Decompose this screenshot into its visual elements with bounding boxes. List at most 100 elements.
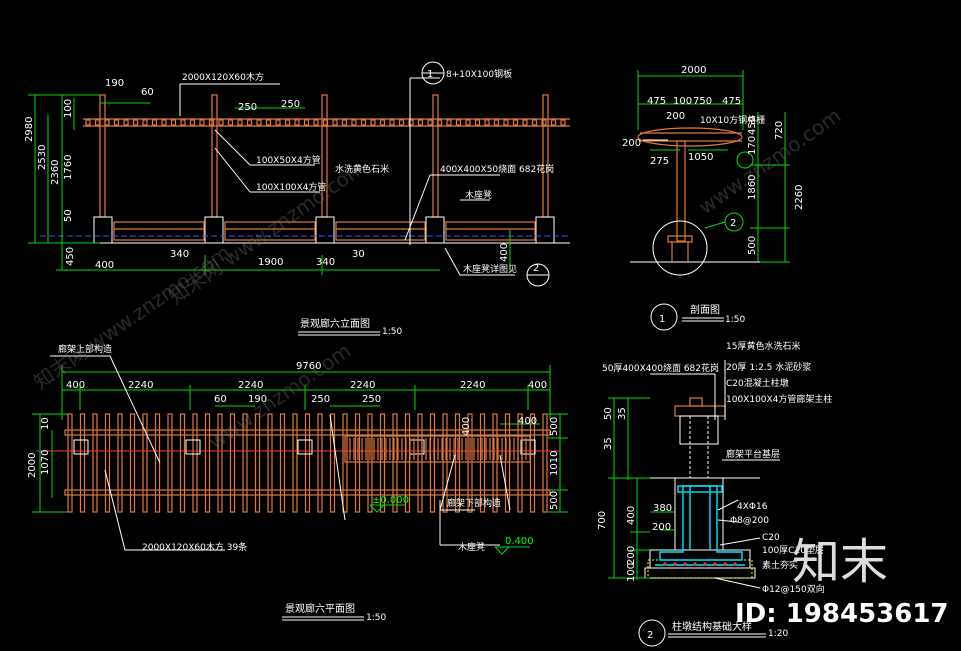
found-dim-50: 50: [603, 407, 614, 420]
sec-dim-170: 170: [747, 136, 758, 155]
watermark-text: www.znzmo.com: [204, 338, 355, 454]
foundation-number: 2: [647, 630, 653, 641]
watermark-text: 知末网 www.znzmo.com: [29, 240, 234, 394]
plan-dim-60: 60: [214, 394, 227, 405]
elev-dim-450: 450: [65, 247, 76, 266]
plan-bench-note: 木座凳: [458, 541, 485, 553]
plan-dim-2240d: 2240: [460, 380, 485, 391]
found-c20: C20: [762, 533, 780, 543]
brand-logo: 知末: [792, 534, 888, 590]
plan-dim-1070: 1070: [40, 450, 51, 475]
sec-top-note: 10X10方钢格栅: [700, 114, 765, 126]
found-dim-35b: 35: [617, 407, 628, 420]
elev-dim-400a: 400: [95, 260, 114, 271]
elev-column-note: 100X100X4方管: [256, 181, 326, 193]
plan-dim-1010: 1010: [549, 451, 560, 476]
sec-dim-475b: 475: [722, 96, 741, 107]
found-layer3: C20混凝土柱墩: [726, 377, 789, 389]
found-rebar1: 4XΦ16: [737, 502, 768, 512]
sec-dim-2000: 2000: [681, 65, 706, 76]
elev-dim-1900: 1900: [258, 257, 283, 268]
sec-dim-1860: 1860: [747, 175, 758, 200]
foundation-drawing: [608, 360, 780, 647]
elev-dim-2360: 2360: [50, 160, 61, 185]
found-dim-700: 700: [597, 511, 608, 530]
sec-dim-450: 450: [747, 116, 758, 135]
elevation-scale: 1:50: [382, 327, 402, 337]
found-dim-100: 100: [626, 563, 637, 582]
elev-beam-note: 100X50X4方管: [256, 154, 321, 166]
sec-dim-750: 750: [693, 96, 712, 107]
elev-dim-250b: 250: [281, 99, 300, 110]
plan-dim-2000: 2000: [27, 453, 38, 478]
sec-dim-475a: 475: [647, 96, 666, 107]
sec-dim-100: 100: [673, 96, 692, 107]
found-dim-35a: 35: [603, 437, 614, 450]
found-soil: 素土夯实: [762, 559, 798, 571]
elev-dim-190: 190: [105, 78, 124, 89]
found-layer1: 15厚黄色水洗石米: [726, 340, 800, 352]
found-cap-note: 50厚400X400烧面 682花岗: [602, 362, 719, 374]
elev-dim-60: 60: [141, 87, 154, 98]
plan-lower-note: 廊架下部构造: [447, 497, 501, 509]
sec-dim-1050: 1050: [688, 152, 713, 163]
plan-level-0: ±0.000: [372, 495, 409, 506]
elev-dim-30: 30: [352, 249, 365, 260]
found-dim-200b: 200: [652, 522, 671, 533]
elev-bench-detail-note: 木座凳详图见: [463, 263, 517, 275]
plan-dim-2240c: 2240: [350, 380, 375, 391]
found-rebar3: Φ12@150双向: [762, 583, 825, 595]
plan-dim-500a: 500: [549, 417, 560, 436]
found-dim-200a: 200: [626, 546, 637, 565]
elev-dim-250a: 250: [238, 102, 257, 113]
sec-dim-275: 275: [650, 156, 669, 167]
elevation-title: 景观廊六立面图: [300, 317, 370, 330]
elev-dim-340a: 340: [170, 249, 189, 260]
section-number-circle: [650, 303, 678, 331]
elev-cap-note: 400X400X50烧面 682花岗: [440, 163, 554, 175]
elev-dim-400b: 400: [499, 243, 510, 262]
elev-steel-note: 8+10X100钢板: [446, 68, 512, 80]
elev-dim-50: 50: [63, 209, 74, 222]
plan-dim-400v: 400: [461, 417, 472, 436]
plan-upper-note: 廊架上部构造: [58, 343, 112, 355]
found-dim-400: 400: [626, 506, 637, 525]
found-c10: 100厚C10垫层: [762, 544, 824, 556]
section-scale: 1:50: [725, 315, 745, 325]
foundation-scale: 1:20: [768, 629, 788, 639]
plan-dim-400a: 400: [66, 380, 85, 391]
sec-dim-500: 500: [747, 236, 758, 255]
elev-dim-100: 100: [63, 99, 74, 118]
section-number: 1: [659, 314, 665, 325]
brand-id: ID: 198453617: [735, 599, 949, 629]
plan-dim-400c: 400: [518, 416, 537, 427]
sec-dim-200top: 200: [666, 111, 685, 122]
plan-level-400: 0.400: [505, 536, 534, 547]
found-layer2: 20厚 1:2.5 水泥砂浆: [726, 361, 811, 373]
elev-dim-2530: 2530: [37, 145, 48, 170]
found-rebar2: Φ8@200: [730, 516, 769, 526]
found-layer5: 廊架平台基层: [726, 448, 780, 460]
plan-dim-10: 10: [40, 417, 51, 430]
plan-title: 景观廊六平面图: [285, 602, 355, 615]
sec-dim-2260: 2260: [794, 185, 805, 210]
foundation-title: 柱墩结构基础大样: [672, 620, 752, 633]
sec-dim-200: 200: [622, 138, 641, 149]
plan-dim-500b: 500: [549, 491, 560, 510]
elev-dim-340b: 340: [316, 257, 335, 268]
elev-timber-note: 2000X120X60木方: [182, 71, 264, 83]
sec-callout-2: 2: [730, 218, 736, 229]
plan-dim-2240b: 2240: [238, 380, 263, 391]
elev-stone-note: 水洗黄色石米: [335, 163, 389, 175]
plan-dim-2240a: 2240: [128, 380, 153, 391]
elev-bench-note: 木座凳: [465, 189, 492, 201]
found-dim-380: 380: [653, 503, 672, 514]
plan-timber-note: 2000X120X60木方 39条: [142, 541, 247, 553]
plan-dim-190: 190: [248, 394, 267, 405]
found-layer4: 100X100X4方管廊架主柱: [726, 393, 832, 405]
elev-dim-2980: 2980: [24, 117, 35, 142]
section-title: 剖面图: [690, 303, 720, 316]
plan-dim-250b: 250: [362, 394, 381, 405]
sec-dim-720: 720: [774, 121, 785, 140]
